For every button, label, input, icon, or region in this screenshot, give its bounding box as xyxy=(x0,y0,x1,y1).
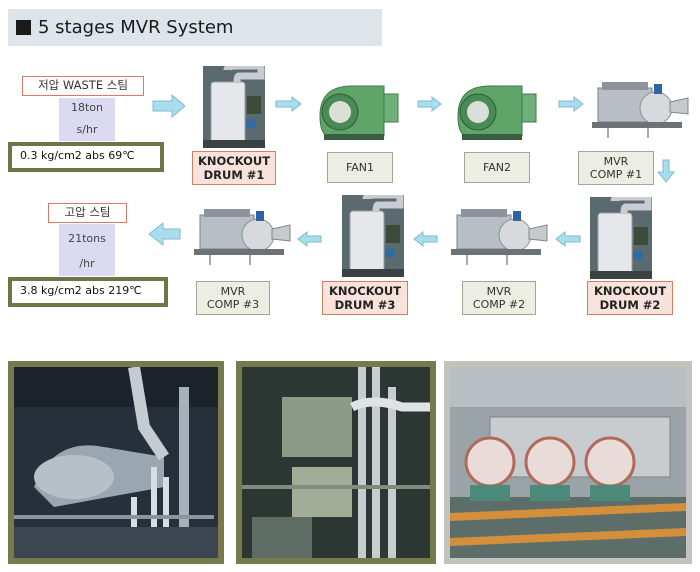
label-line: FAN2 xyxy=(482,161,512,174)
label-line: COMP #2 xyxy=(472,298,526,311)
label-line: COMP #1 xyxy=(589,168,643,181)
label-line: MVR xyxy=(220,285,246,298)
plant-photo-2-image xyxy=(242,367,430,558)
plant-photo-1 xyxy=(8,361,224,564)
fan-2-image xyxy=(457,85,537,140)
input-label: 저압 WASTE 스팀 xyxy=(22,76,144,96)
output-label: 고압 스팀 xyxy=(48,203,127,223)
label-knockout-drum-3: KNOCKOUT DRUM #3 xyxy=(322,281,408,315)
arrow-right-icon xyxy=(558,95,584,113)
arrow-left-icon xyxy=(297,230,322,248)
label-line: KNOCKOUT xyxy=(593,284,667,298)
arrow-left-icon xyxy=(148,221,181,247)
label-line: KNOCKOUT xyxy=(328,284,402,298)
output-flow-rate: 21tons xyxy=(68,232,106,245)
title-bullet-icon xyxy=(16,20,31,35)
label-knockout-drum-1: KNOCKOUT DRUM #1 xyxy=(192,151,276,185)
input-condition: 0.3 kg/cm2 abs 69℃ xyxy=(8,142,164,172)
knockout-drum-2-image xyxy=(590,197,652,279)
title-bar xyxy=(8,9,382,46)
mvr-comp-2-image xyxy=(451,209,548,265)
input-flow-column xyxy=(59,98,115,141)
mvr-comp-3-image xyxy=(194,209,291,265)
page-title: 5 stages MVR System xyxy=(38,17,234,38)
output-flow-column xyxy=(59,224,115,276)
arrow-right-icon xyxy=(152,93,186,119)
label-line: FAN1 xyxy=(345,161,375,174)
flow-arrows xyxy=(148,93,676,248)
label-mvr-comp-2: MVR COMP #2 xyxy=(462,281,536,315)
input-flow-rate: 18ton xyxy=(70,101,103,114)
input-flow-unit: s/hr xyxy=(76,123,98,136)
knockout-drum-1-image xyxy=(203,66,265,148)
plant-photo-1-image xyxy=(14,367,218,558)
arrow-right-icon xyxy=(417,95,442,113)
label-fan-2: FAN2 xyxy=(464,152,530,183)
mvr-comp-1-image xyxy=(592,82,689,138)
label-line: MVR xyxy=(603,155,629,168)
plant-photo-3-image xyxy=(450,367,686,558)
label-line: DRUM #2 xyxy=(599,298,661,312)
label-line: DRUM #1 xyxy=(203,168,265,182)
label-mvr-comp-3: MVR COMP #3 xyxy=(196,281,270,315)
plant-photo-2 xyxy=(236,361,436,564)
label-knockout-drum-2: KNOCKOUT DRUM #2 xyxy=(587,281,673,315)
label-line: DRUM #3 xyxy=(334,298,396,312)
arrow-left-icon xyxy=(413,230,438,248)
arrow-down-icon xyxy=(656,159,676,183)
arrow-left-icon xyxy=(555,230,581,248)
output-condition: 3.8 kg/cm2 abs 219℃ xyxy=(8,277,168,307)
label-fan-1: FAN1 xyxy=(327,152,393,183)
label-line: KNOCKOUT xyxy=(197,154,271,168)
plant-photo-3 xyxy=(444,361,692,564)
arrow-right-icon xyxy=(275,95,302,113)
knockout-drum-3-image xyxy=(342,195,404,277)
label-line: COMP #3 xyxy=(206,298,260,311)
label-mvr-comp-1: MVR COMP #1 xyxy=(578,151,654,185)
fan-1-image xyxy=(319,85,399,140)
label-line: MVR xyxy=(486,285,512,298)
output-flow-unit: /hr xyxy=(79,257,95,270)
